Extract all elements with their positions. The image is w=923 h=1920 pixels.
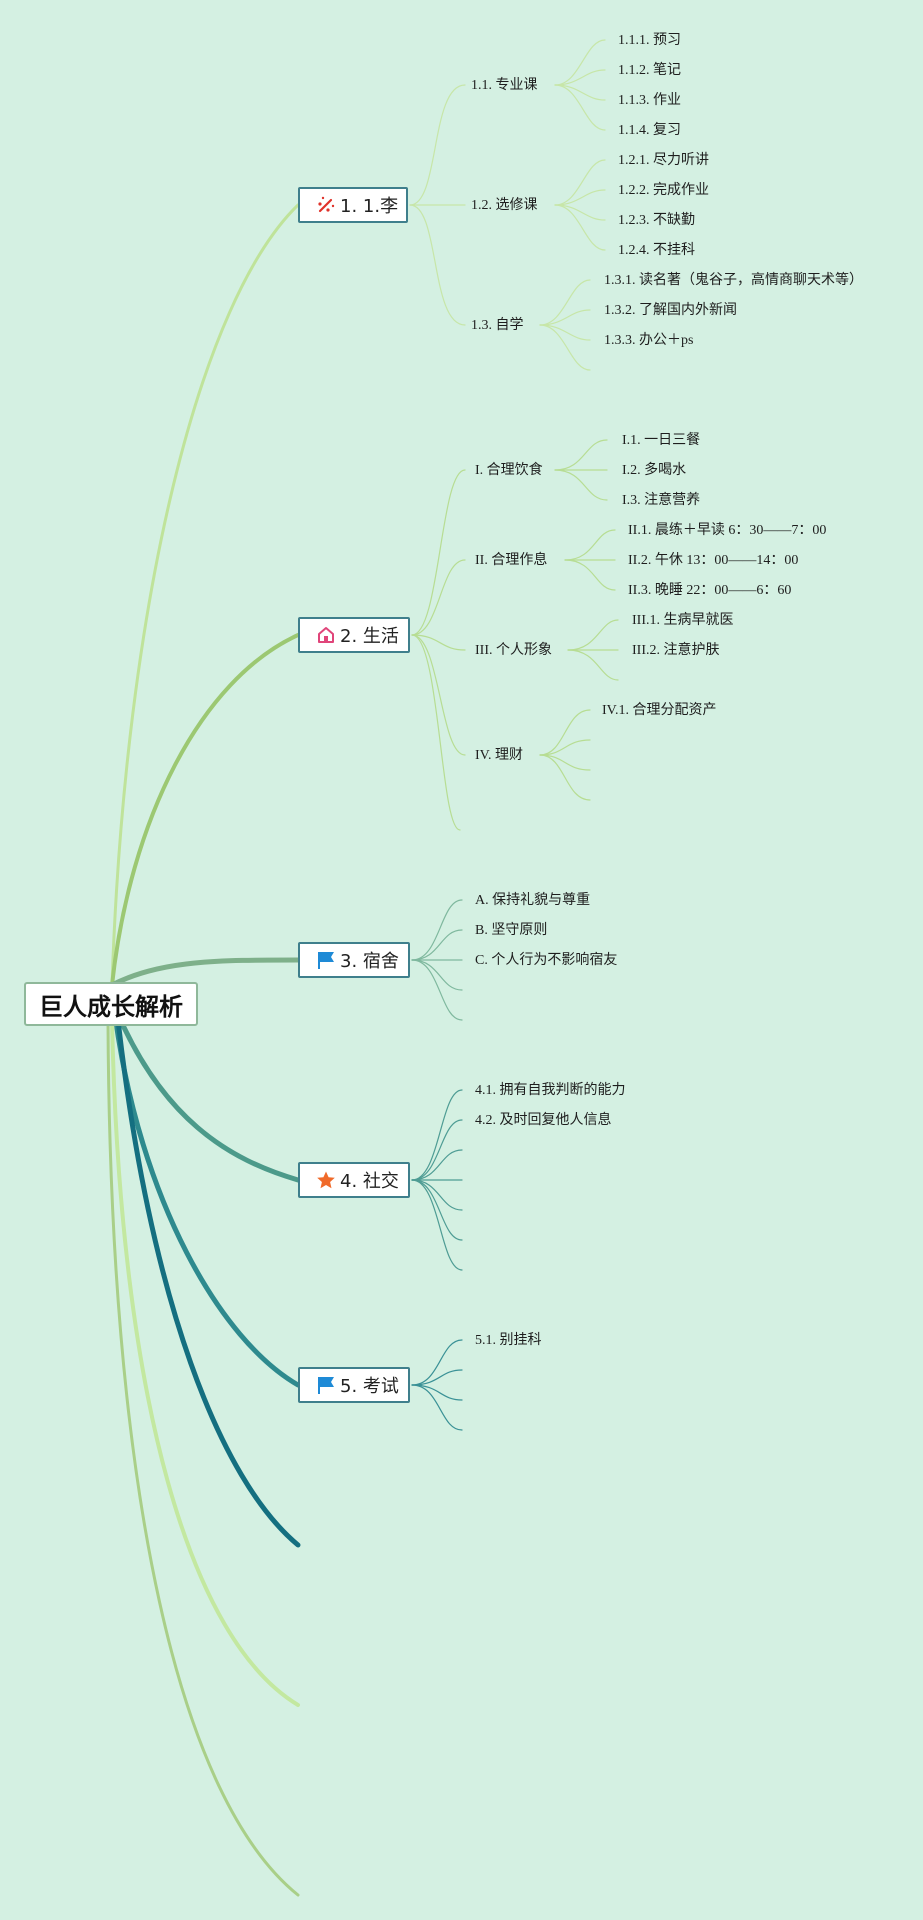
leaf-node[interactable]: II.1. 晨练＋早读 6：30——7：00 [628, 523, 827, 538]
leaf-node[interactable]: 1.1.4. 复习 [618, 123, 681, 138]
magic-wand-icon [316, 195, 336, 215]
branch-line-1 [110, 203, 300, 987]
leaf-node[interactable]: 1.1.1. 预习 [618, 33, 681, 48]
subtopic-node[interactable]: 1.3. 自学 [471, 318, 524, 333]
subtopic-node[interactable]: 4.2. 及时回复他人信息 [475, 1113, 612, 1128]
branch-line-4 [109, 997, 301, 1183]
leaf-node[interactable]: III.2. 注意护肤 [632, 643, 720, 658]
leaf-node[interactable]: I.3. 注意营养 [622, 493, 701, 508]
topic-label: 3. 宿舍 [340, 951, 399, 972]
leaf-node[interactable]: 1.3.3. 办公＋ps [604, 333, 694, 348]
subtopic-node[interactable]: 1.2. 选修课 [471, 198, 538, 213]
flag-icon [316, 950, 336, 970]
subtopic-node[interactable]: II. 合理作息 [475, 553, 548, 568]
leaf-node[interactable]: III.1. 生病早就医 [632, 613, 734, 628]
subtopic-node[interactable]: I. 合理饮食 [475, 463, 543, 478]
leaf-node[interactable]: 1.3.1. 读名著（鬼谷子，高情商聊天术等） [604, 273, 863, 288]
topic-node-5[interactable]: 5. 考试 [298, 1367, 410, 1403]
leaf-node[interactable]: 1.2.2. 完成作业 [618, 183, 709, 198]
leaf-node[interactable]: 1.1.2. 笔记 [618, 63, 681, 78]
leaf-node[interactable]: IV.1. 合理分配资产 [602, 703, 717, 718]
leaf-node[interactable]: 1.2.4. 不挂科 [618, 243, 695, 258]
subtopic-node[interactable]: 1.1. 专业课 [471, 78, 538, 93]
star-icon [316, 1170, 336, 1190]
branch-line-3 [109, 957, 301, 988]
subtopic-node[interactable]: III. 个人形象 [475, 643, 552, 658]
leaf-node[interactable]: I.1. 一日三餐 [622, 433, 701, 448]
topic-node-3[interactable]: 3. 宿舍 [298, 942, 410, 978]
leaf-node[interactable]: I.2. 多喝水 [622, 463, 687, 478]
leaf-node[interactable]: 1.2.1. 尽力听讲 [618, 153, 709, 168]
subtopic-node[interactable]: A. 保持礼貌与尊重 [475, 893, 591, 908]
topic-label: 5. 考试 [340, 1376, 399, 1397]
root-title: 巨人成长解析 [39, 992, 183, 1021]
subtopic-node[interactable]: C. 个人行为不影响宿友 [475, 953, 618, 968]
leaf-node[interactable]: II.3. 晚睡 22：00——6：60 [628, 583, 792, 598]
subtopic-node[interactable]: 5.1. 别挂科 [475, 1333, 542, 1348]
home-icon [316, 625, 336, 645]
subtopic-node[interactable]: IV. 理财 [475, 748, 523, 763]
topic-node-2[interactable]: 2. 生活 [298, 617, 410, 653]
topic-label: 2. 生活 [340, 626, 399, 647]
root-node[interactable]: 巨人成长解析 [24, 982, 198, 1026]
branch-line-5 [112, 1012, 301, 1388]
subtopic-node[interactable]: 4.1. 拥有自我判断的能力 [475, 1083, 626, 1098]
leaf-node[interactable]: 1.1.3. 作业 [618, 93, 681, 108]
branch-line-7 [110, 1018, 300, 1707]
branch-line-8 [106, 1018, 300, 1897]
topic-node-1[interactable]: 1. 1.李 [298, 187, 408, 223]
subtopic-node[interactable]: B. 坚守原则 [475, 923, 548, 938]
topic-node-4[interactable]: 4. 社交 [298, 1162, 410, 1198]
branch-line-6 [115, 1017, 301, 1548]
flag-icon [316, 1375, 336, 1395]
leaf-node[interactable]: II.2. 午休 13：00——14：00 [628, 553, 799, 568]
topic-label: 1. 1.李 [340, 196, 399, 217]
branch-line-2 [110, 633, 300, 987]
topic-label: 4. 社交 [340, 1171, 399, 1192]
leaf-node[interactable]: 1.3.2. 了解国内外新闻 [604, 303, 737, 318]
leaf-node[interactable]: 1.2.3. 不缺勤 [618, 213, 695, 228]
